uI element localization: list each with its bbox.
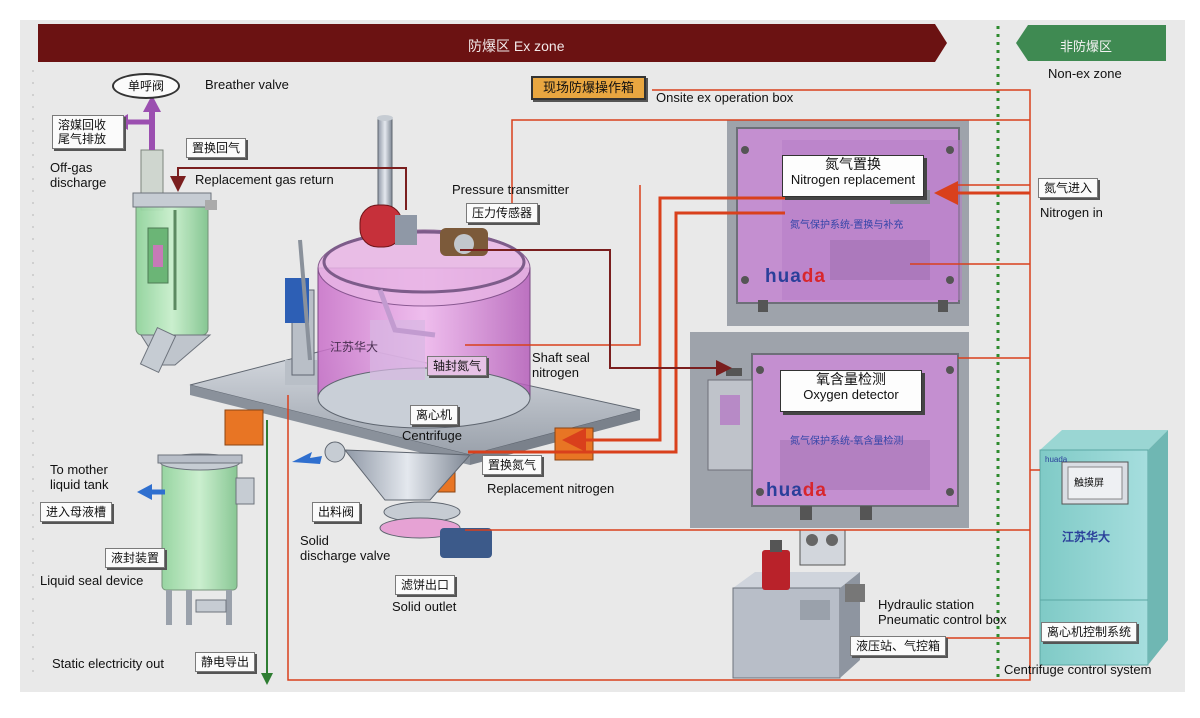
mother-tank-tag: 进入母液槽 <box>40 502 113 522</box>
centrifuge-label: Centrifuge <box>402 428 462 443</box>
huada-logo-bottom-part1: hua <box>766 480 803 501</box>
cabinet-logo: huada <box>1045 455 1068 464</box>
nitrogen-replacement-callout: 氮气置换 Nitrogen replacement <box>782 155 924 197</box>
offgas-tank <box>132 149 217 374</box>
liquid-seal-tag: 液封装置 <box>105 548 166 568</box>
breather-valve-tag: 单呼阀 <box>112 73 181 99</box>
ex-zone-banner <box>38 24 947 62</box>
nitrogen-in-label: Nitrogen in <box>1040 205 1103 220</box>
breather-valve-label: Breather valve <box>205 77 289 92</box>
liquid-seal-label: Liquid seal device <box>40 573 144 588</box>
static-ground-arrow <box>261 673 273 685</box>
solid-outlet-tag: 滤饼出口 <box>395 575 456 595</box>
huada-logo-top-part1: hua <box>765 266 802 287</box>
shaft-seal-tag: 轴封氮气 <box>427 356 488 376</box>
flow-arrow-blue <box>292 452 322 464</box>
cabinet-brand: 江苏华大 <box>1062 530 1111 544</box>
hydraulic-tag: 液压站、气控箱 <box>850 636 947 656</box>
oxygen-detector-callout: 氧含量检测 Oxygen detector <box>780 370 922 412</box>
huada-logo-bottom-part2: da <box>802 480 827 501</box>
non-ex-zone-label: Non-ex zone <box>1048 66 1122 81</box>
pressure-transmitter-tag: 压力传感器 <box>466 203 539 223</box>
nitrogen-pipes <box>468 181 1030 454</box>
pressure-transmitter-label: Pressure transmitter <box>452 182 570 197</box>
discharge-valve-tag: 出料阀 <box>312 502 361 522</box>
huada-logo-top: huada <box>765 266 826 288</box>
offgas-label: Off-gas discharge <box>50 160 107 190</box>
huada-logo-top-part2: da <box>801 266 826 287</box>
onsite-box-label: Onsite ex operation box <box>656 90 794 105</box>
ex-zone-title: 防爆区 Ex zone <box>468 38 565 54</box>
non-ex-zone-banner <box>1016 25 1166 61</box>
nitrogen-system-text: 氮气保护系统-置换与补充 <box>790 220 904 231</box>
mother-tank-label: To mother liquid tank <box>50 462 109 492</box>
control-system-tag: 离心机控制系统 <box>1041 622 1138 642</box>
solid-outlet-label: Solid outlet <box>392 599 457 614</box>
nitrogen-in-tag: 氮气进入 <box>1038 178 1099 198</box>
offgas-arrow-up <box>143 95 161 112</box>
shaft-seal-label: Shaft seal nitrogen <box>532 350 590 380</box>
hydraulic-station <box>732 529 865 679</box>
offgas-tag: 溶媒回收 尾气排放 <box>52 115 124 149</box>
oxygen-detector-panel <box>690 332 969 528</box>
replacement-nitrogen-label: Replacement nitrogen <box>487 481 615 496</box>
static-label: Static electricity out <box>52 656 164 671</box>
control-system-label: Centrifuge control system <box>1004 662 1152 677</box>
replacement-nitrogen-tag: 置换氮气 <box>482 455 543 475</box>
oxygen-detector-cn: 氧含量检测 <box>816 371 886 387</box>
nitrogen-replacement-en: Nitrogen replacement <box>790 172 916 187</box>
nitrogen-replacement-cn: 氮气置换 <box>825 156 881 172</box>
offgas-tag-text: 溶媒回收 尾气排放 <box>58 118 107 146</box>
non-ex-zone-title: 非防爆区 <box>1060 39 1113 54</box>
vent-pipe-top <box>377 115 393 121</box>
centrifuge-cone <box>324 441 492 558</box>
rotor-text: 江苏华大 <box>330 340 379 354</box>
mother-tank-arrow <box>137 484 152 500</box>
return-pipes <box>170 167 732 376</box>
liquid-seal-tank <box>157 453 255 625</box>
onsite-box-tag: 现场防爆操作箱 <box>531 76 647 100</box>
static-tag: 静电导出 <box>195 652 256 672</box>
oxygen-system-text: 氮气保护系统-氧含量检测 <box>790 436 904 447</box>
discharge-valve-label: Solid discharge valve <box>300 533 391 563</box>
replacement-return-label: Replacement gas return <box>195 172 334 187</box>
centrifuge-drum <box>285 229 531 429</box>
nitrogen-replacement-panel <box>727 120 969 326</box>
huada-logo-bottom: huada <box>766 480 827 502</box>
hydraulic-label: Hydraulic station Pneumatic control box <box>878 597 1007 627</box>
oxygen-detector-en: Oxygen detector <box>803 387 899 402</box>
touch-screen-label: 触摸屏 <box>1074 478 1104 489</box>
signal-lines <box>287 89 1040 681</box>
centrifuge-tag: 离心机 <box>410 405 459 425</box>
replacement-return-tag: 置换回气 <box>186 138 247 158</box>
